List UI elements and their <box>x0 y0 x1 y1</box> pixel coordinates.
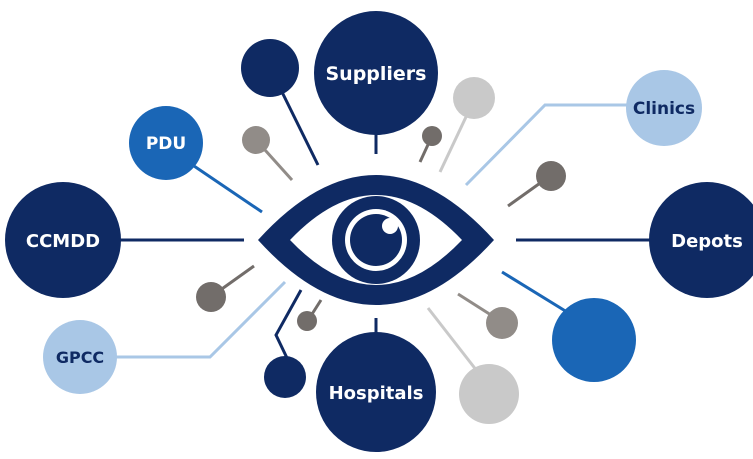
node-depots: Depots <box>649 182 753 298</box>
node-hospitals-label: Hospitals <box>329 383 424 404</box>
darkgray-dot-left <box>196 282 226 312</box>
midgray-dot-right <box>486 307 518 339</box>
node-pdu-label: PDU <box>146 134 186 154</box>
node-gpcc: GPCC <box>43 320 117 394</box>
node-pdu: PDU <box>129 106 203 180</box>
midgray-dot-left <box>242 126 270 154</box>
node-depots-label: Depots <box>671 231 743 252</box>
node-clinics: Clinics <box>626 70 702 146</box>
connector-pdu <box>193 164 263 214</box>
node-suppliers-label: Suppliers <box>325 63 426 85</box>
node-ccmdd-label: CCMDD <box>26 231 100 252</box>
node-clinics-label: Clinics <box>633 99 695 119</box>
blue-dot-bottom-right <box>552 298 636 382</box>
connector-clinics <box>464 103 630 187</box>
connector-blue-bottom-right <box>501 270 568 314</box>
decorative-pins <box>196 39 636 424</box>
connector-navy-small-bottom <box>274 289 303 359</box>
connector-gpcc <box>115 280 287 359</box>
lightgray-dot-top <box>453 77 495 119</box>
node-ccmdd: CCMDD <box>5 182 121 298</box>
navy-dot-top <box>241 39 299 97</box>
node-gpcc-label: GPCC <box>56 348 104 367</box>
darkgray-dot-bottom <box>297 311 317 331</box>
navy-dot-bottom <box>264 356 306 398</box>
node-hospitals: Hospitals <box>316 332 436 452</box>
darkgray-dot-top <box>422 126 442 146</box>
lightgray-dot-bottom <box>459 364 519 424</box>
eye-icon <box>258 175 494 305</box>
connector-navy-small-top <box>280 91 320 166</box>
darkgray-dot-right <box>536 161 566 191</box>
node-suppliers: Suppliers <box>314 11 438 135</box>
